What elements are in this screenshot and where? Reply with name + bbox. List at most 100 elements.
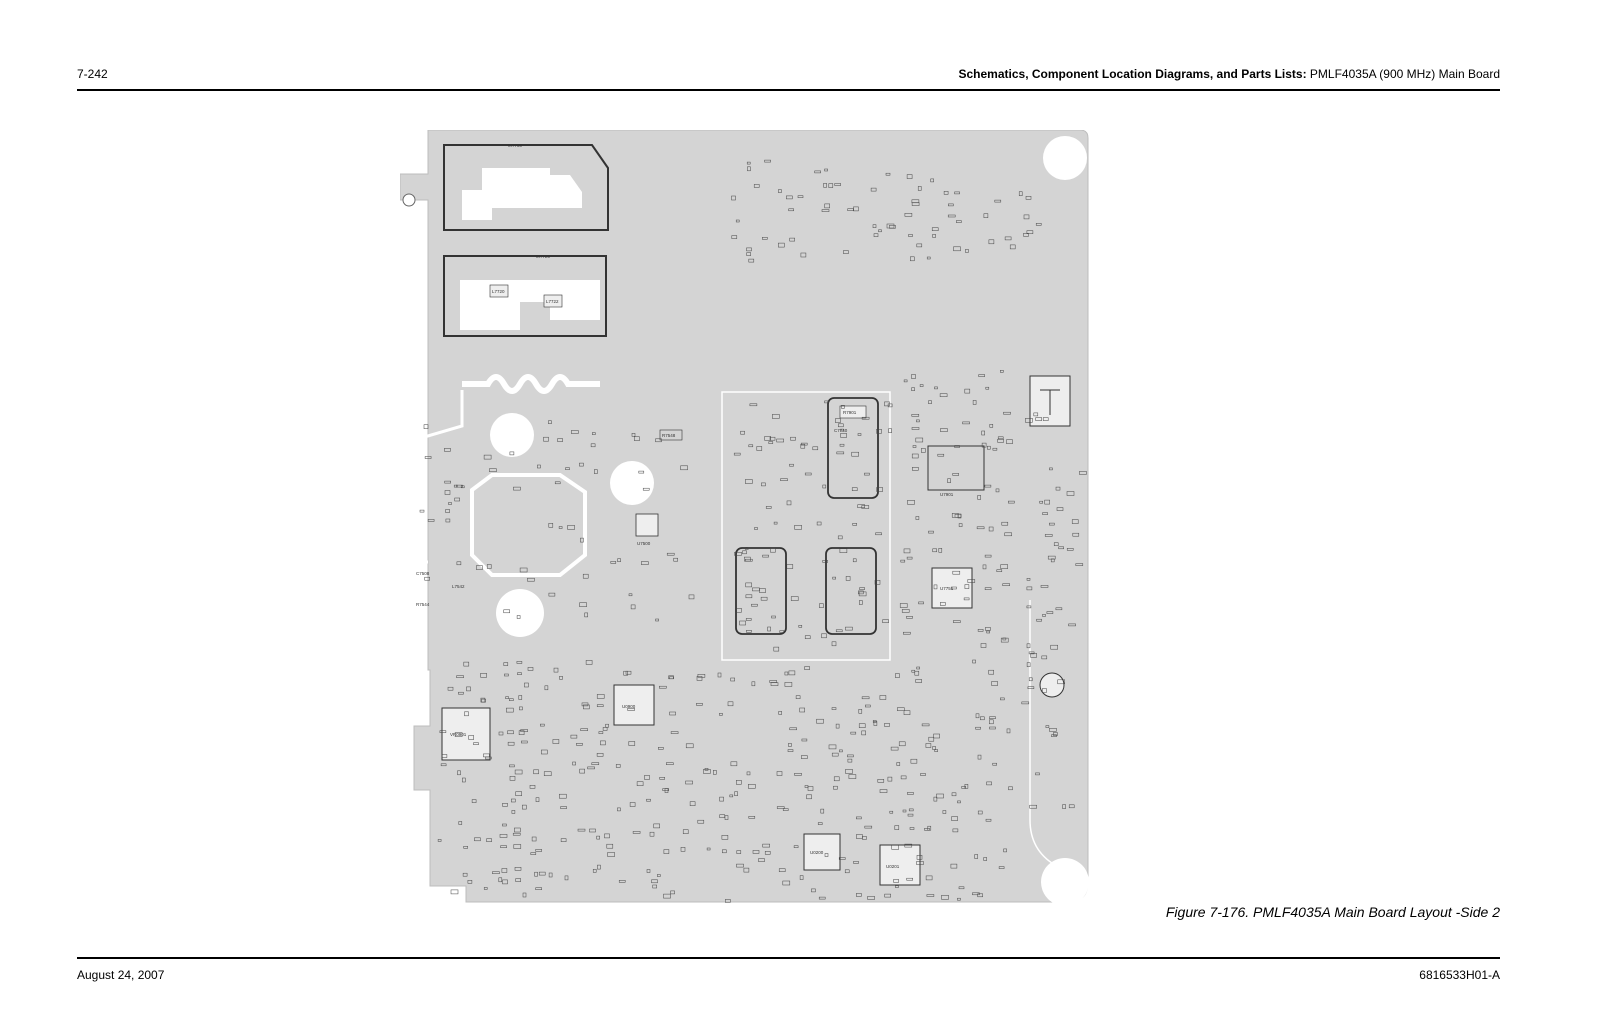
smd-footprint — [730, 677, 735, 682]
smd-footprint — [502, 823, 507, 827]
smd-footprint — [912, 445, 917, 448]
smd-footprint — [1025, 418, 1033, 423]
smd-footprint — [511, 798, 516, 803]
smd-footprint — [818, 896, 826, 900]
smd-footprint — [719, 796, 724, 802]
smd-footprint — [764, 436, 771, 441]
smd-footprint — [939, 393, 948, 397]
footer-rule — [77, 957, 1500, 959]
smd-footprint — [567, 525, 575, 530]
smd-footprint — [790, 596, 799, 601]
smd-footprint — [790, 436, 796, 441]
smd-footprint — [984, 587, 992, 590]
smd-footprint — [522, 892, 527, 898]
smd-footprint — [463, 846, 468, 849]
smd-footprint — [893, 879, 899, 883]
smd-footprint — [858, 709, 863, 714]
smd-footprint — [534, 871, 538, 877]
smd-footprint — [629, 802, 636, 807]
smd-footprint — [627, 708, 635, 711]
smd-footprint — [989, 726, 996, 730]
smd-footprint — [492, 871, 500, 874]
smd-footprint — [933, 584, 938, 590]
smd-footprint — [817, 822, 823, 825]
smd-footprint — [456, 675, 464, 678]
smd-footprint — [918, 601, 924, 605]
smd-footprint — [908, 234, 913, 237]
smd-footprint — [734, 791, 738, 796]
smd-footprint — [764, 159, 771, 163]
smd-footprint — [441, 754, 448, 758]
smd-footprint — [873, 721, 878, 726]
smd-footprint — [747, 166, 751, 172]
smd-footprint — [782, 808, 789, 811]
smd-footprint — [889, 225, 896, 229]
smd-footprint — [769, 680, 777, 683]
smd-footprint — [642, 487, 650, 491]
smd-footprint — [934, 386, 938, 390]
smd-footprint — [982, 564, 987, 570]
smd-footprint — [778, 868, 786, 872]
smd-footprint — [592, 432, 596, 435]
smd-footprint — [857, 504, 865, 508]
smd-footprint — [748, 816, 756, 819]
smd-footprint — [908, 808, 914, 812]
smd-footprint — [1004, 532, 1012, 537]
smd-footprint — [751, 681, 756, 687]
smd-footprint — [794, 773, 802, 776]
smd-footprint — [1050, 558, 1055, 563]
smd-footprint — [1062, 804, 1066, 809]
smd-footprint — [852, 558, 857, 563]
smd-footprint — [1046, 611, 1054, 614]
smd-footprint — [424, 456, 432, 459]
smd-footprint — [872, 720, 877, 723]
smd-footprint — [666, 762, 674, 765]
smd-footprint — [852, 523, 857, 526]
smd-footprint — [984, 484, 992, 488]
smd-footprint — [932, 234, 936, 238]
smd-footprint — [1058, 546, 1064, 550]
smd-footprint — [590, 443, 596, 448]
smd-footprint — [540, 723, 545, 727]
smd-footprint — [779, 630, 785, 633]
smd-footprint — [1045, 725, 1050, 728]
smd-footprint — [1049, 522, 1055, 526]
smd-footprint — [989, 716, 996, 719]
smd-footprint — [1023, 233, 1029, 237]
smd-footprint — [628, 741, 636, 746]
smd-footprint — [448, 502, 452, 505]
smd-footprint — [925, 743, 932, 748]
smd-footprint — [483, 887, 488, 890]
smd-footprint — [746, 247, 752, 252]
smd-footprint — [988, 239, 995, 245]
smd-footprint — [751, 603, 758, 607]
smd-footprint — [663, 893, 671, 899]
smd-footprint — [916, 666, 920, 670]
smd-footprint — [596, 704, 604, 707]
smd-footprint — [1003, 848, 1007, 853]
smd-footprint — [424, 576, 430, 581]
smd-footprint — [731, 195, 736, 201]
smd-footprint — [579, 768, 585, 774]
smd-footprint — [543, 436, 549, 442]
smd-footprint — [1039, 500, 1043, 504]
smd-footprint — [821, 633, 827, 639]
smd-footprint — [864, 472, 870, 476]
smd-footprint — [861, 696, 870, 700]
smd-footprint — [748, 784, 756, 789]
smd-footprint — [795, 695, 801, 699]
smd-footprint — [1079, 471, 1087, 475]
smd-footprint — [571, 430, 579, 434]
smd-footprint — [580, 537, 584, 543]
smd-footprint — [822, 484, 827, 489]
smd-footprint — [535, 797, 540, 802]
smd-footprint — [572, 761, 576, 766]
smd-footprint — [746, 161, 751, 165]
smd-footprint — [876, 429, 882, 434]
smd-footprint — [906, 174, 913, 179]
smd-footprint — [669, 711, 676, 716]
smd-footprint — [989, 424, 994, 428]
smd-footprint — [992, 762, 997, 766]
smd-footprint — [847, 758, 853, 763]
smd-footprint — [771, 615, 776, 619]
